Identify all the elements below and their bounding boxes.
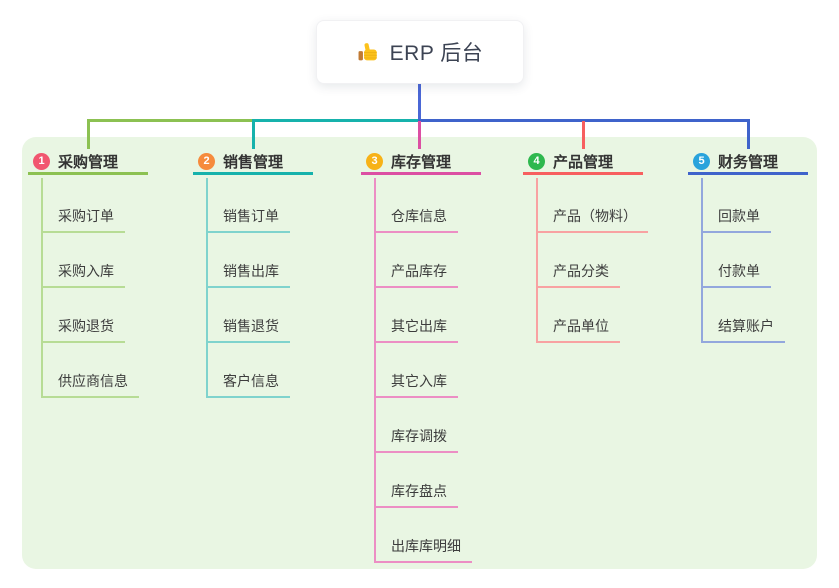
branch-child-spine	[701, 178, 703, 341]
child-node[interactable]: 产品库存	[374, 258, 458, 288]
child-node[interactable]: 其它出库	[374, 313, 458, 343]
child-node[interactable]: 产品（物料）	[536, 203, 648, 233]
branch-drop-line	[418, 121, 421, 149]
bus-segment-sales	[252, 119, 420, 122]
child-node[interactable]: 采购入库	[41, 258, 125, 288]
bus-segment-purchase	[87, 119, 255, 122]
child-node[interactable]: 结算账户	[701, 313, 785, 343]
child-node[interactable]: 回款单	[701, 203, 771, 233]
child-node[interactable]: 其它入库	[374, 368, 458, 398]
branch-drop-line	[252, 121, 255, 149]
root-node[interactable]: ERP 后台	[316, 20, 524, 84]
child-node[interactable]: 销售订单	[206, 203, 290, 233]
child-node[interactable]: 客户信息	[206, 368, 290, 398]
child-node[interactable]: 付款单	[701, 258, 771, 288]
branch-node-1[interactable]: 1 采购管理	[28, 151, 148, 175]
branch-child-spine	[536, 178, 538, 341]
branch-node-2[interactable]: 2 销售管理	[193, 151, 313, 175]
branch-number-badge: 2	[198, 153, 215, 170]
bus-segment-finance	[418, 119, 750, 122]
child-node[interactable]: 出库库明细	[374, 533, 472, 563]
branch-title-label: 销售管理	[223, 154, 284, 171]
branches-panel	[22, 137, 817, 569]
root-node-label: ERP 后台	[389, 42, 484, 65]
child-node[interactable]: 采购退货	[41, 313, 125, 343]
branch-number-badge: 3	[366, 153, 383, 170]
branch-title-label: 产品管理	[553, 154, 614, 171]
branch-title-label: 库存管理	[391, 154, 452, 171]
child-node[interactable]: 产品分类	[536, 258, 620, 288]
child-node[interactable]: 采购订单	[41, 203, 125, 233]
branch-drop-line	[87, 121, 90, 149]
thumbs-up-icon	[357, 41, 380, 64]
branch-drop-line	[747, 121, 750, 149]
child-node[interactable]: 库存调拨	[374, 423, 458, 453]
child-node[interactable]: 仓库信息	[374, 203, 458, 233]
branch-node-3[interactable]: 3 库存管理	[361, 151, 481, 175]
branch-child-spine	[374, 178, 376, 561]
branch-node-4[interactable]: 4 产品管理	[523, 151, 643, 175]
branch-node-5[interactable]: 5 财务管理	[688, 151, 808, 175]
branch-title-label: 采购管理	[58, 154, 119, 171]
child-node[interactable]: 产品单位	[536, 313, 620, 343]
branch-number-badge: 4	[528, 153, 545, 170]
child-node[interactable]: 销售退货	[206, 313, 290, 343]
branch-number-badge: 5	[693, 153, 710, 170]
branch-drop-line	[582, 121, 585, 149]
child-node[interactable]: 销售出库	[206, 258, 290, 288]
child-node[interactable]: 供应商信息	[41, 368, 139, 398]
child-node[interactable]: 库存盘点	[374, 478, 458, 508]
branch-title-label: 财务管理	[718, 154, 779, 171]
root-connector-line	[418, 82, 421, 122]
branch-number-badge: 1	[33, 153, 50, 170]
